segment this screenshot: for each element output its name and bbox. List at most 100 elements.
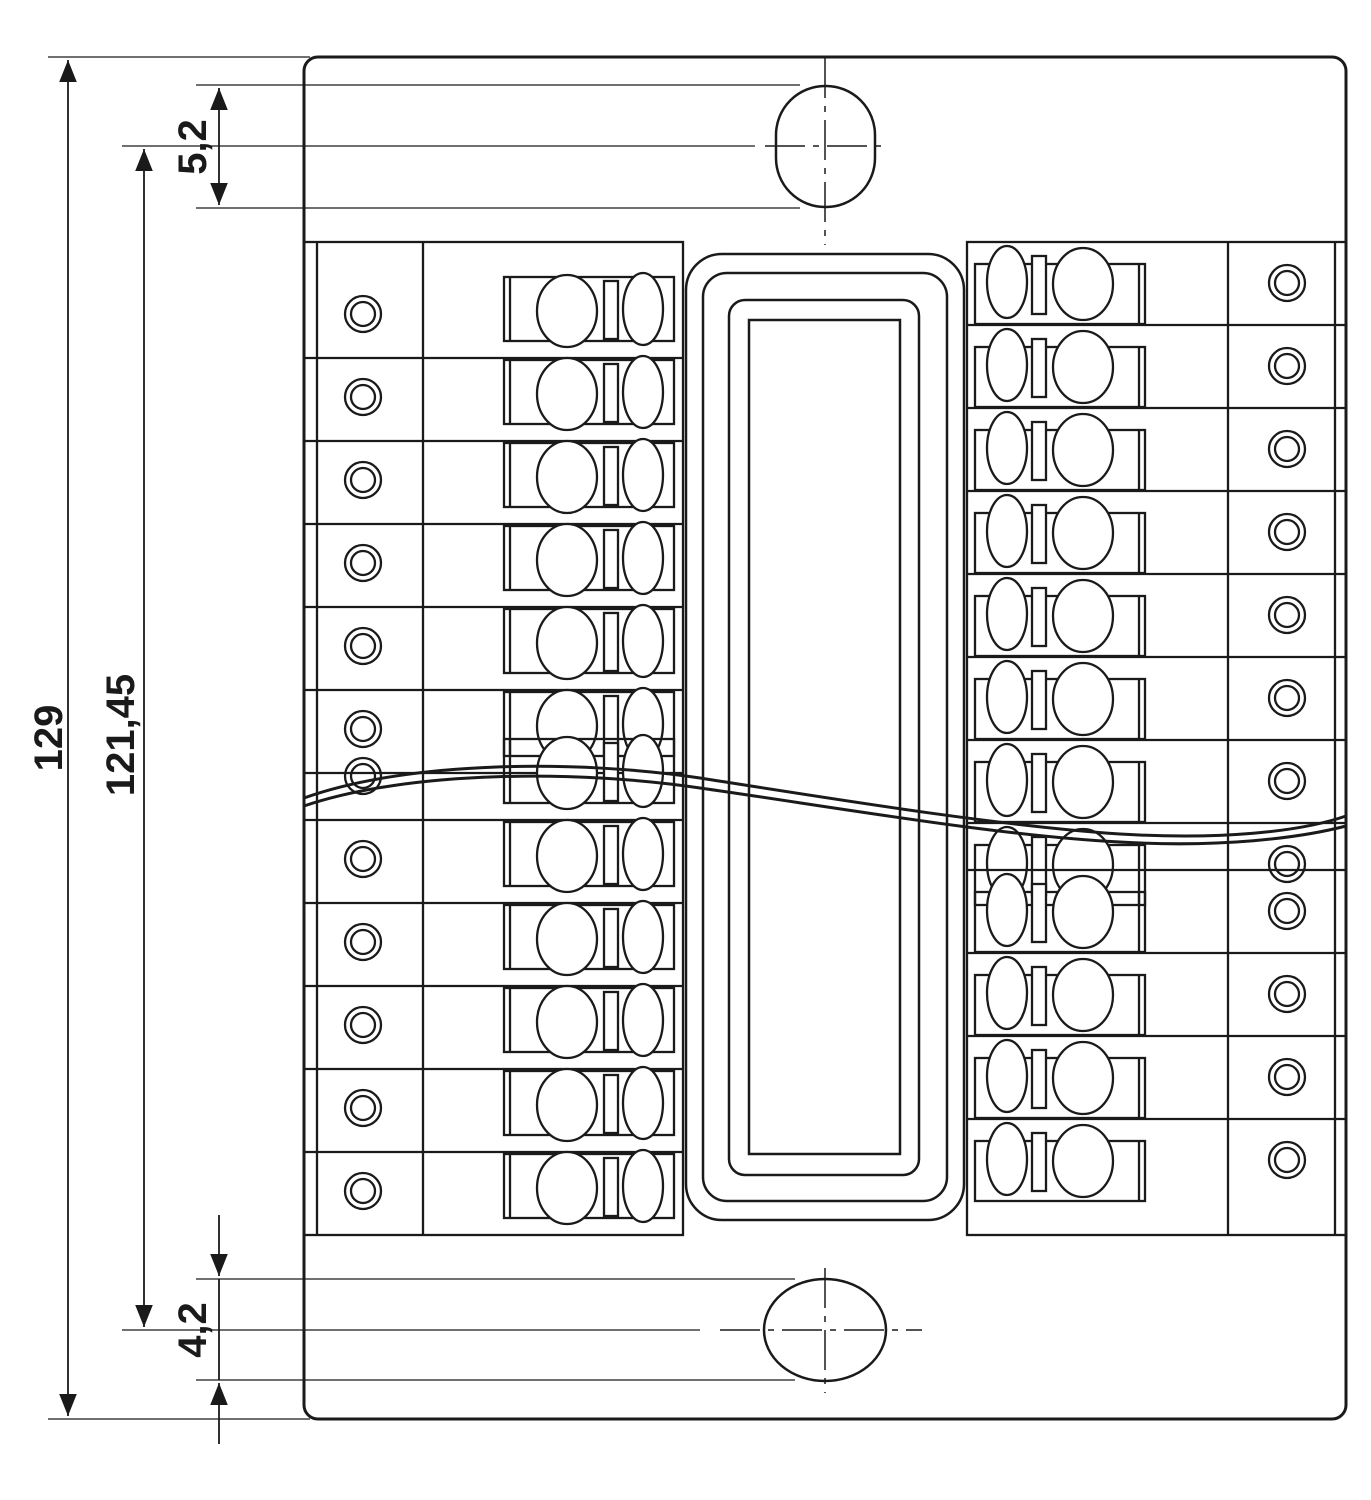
- release-pusher: [985, 742, 1029, 818]
- release-slot: [602, 611, 620, 673]
- screw-circle-outer: [1267, 974, 1307, 1014]
- release-slot: [1030, 882, 1048, 944]
- break-line: [303, 764, 1347, 846]
- screw-circle-inner: [349, 762, 377, 790]
- release-slot: [602, 1073, 620, 1135]
- release-slot: [602, 741, 620, 803]
- conductor-entry: [535, 735, 599, 811]
- left-terminal-row: [304, 982, 683, 1060]
- release-pusher: [985, 576, 1029, 652]
- dimension-lines: [59, 60, 228, 1444]
- release-slot: [602, 279, 620, 341]
- screw-circle-inner: [1273, 980, 1301, 1008]
- conductor-entry: [535, 818, 599, 894]
- spring-clamp: [502, 358, 676, 426]
- release-slot: [602, 445, 620, 507]
- right-terminal-column: [965, 240, 1348, 1237]
- conductor-entry: [535, 1067, 599, 1143]
- left-terminal-row: [304, 1148, 683, 1226]
- right-terminal-row: [967, 868, 1346, 954]
- mounting-holes: [762, 84, 888, 1383]
- release-pusher: [985, 1038, 1029, 1114]
- left-terminal-row: [304, 603, 683, 681]
- screw-circle-outer: [1267, 1140, 1307, 1180]
- right-terminal-row: [973, 244, 1307, 326]
- screw-circle-inner: [349, 549, 377, 577]
- release-pusher: [985, 872, 1029, 948]
- screw-circle-inner: [1273, 1146, 1301, 1174]
- screw-circle-outer: [343, 460, 383, 500]
- release-slot: [602, 824, 620, 886]
- spring-clamp: [502, 820, 676, 888]
- conductor-entry: [1051, 957, 1115, 1033]
- screw-circle-inner: [349, 632, 377, 660]
- release-pusher: [985, 955, 1029, 1031]
- release-pusher: [621, 982, 665, 1058]
- screw-circle-outer: [1267, 263, 1307, 303]
- conductor-entry: [1051, 661, 1115, 737]
- release-slot: [1030, 752, 1048, 814]
- spring-clamp: [502, 903, 676, 971]
- screw-circle-outer: [1267, 595, 1307, 635]
- spring-clamp: [502, 1152, 676, 1220]
- conductor-entry: [1051, 874, 1115, 950]
- release-slot: [1030, 254, 1048, 316]
- screw-circle-inner: [349, 928, 377, 956]
- screw-circle-inner: [349, 383, 377, 411]
- release-slot: [1030, 420, 1048, 482]
- release-slot: [1030, 669, 1048, 731]
- release-slot: [602, 907, 620, 969]
- screw-circle-outer: [343, 709, 383, 749]
- screw-circle-outer: [343, 1171, 383, 1211]
- overall-height-label: 129: [27, 705, 71, 772]
- screw-circle-outer: [1267, 891, 1307, 931]
- release-pusher: [621, 354, 665, 430]
- right-column-frame: [965, 240, 1348, 1237]
- bottom-hole-diameter-label: 4,2: [171, 1302, 215, 1358]
- conductor-entry: [535, 439, 599, 515]
- screw-circle-outer: [343, 294, 383, 334]
- conductor-entry: [1051, 495, 1115, 571]
- left-terminal-row: [304, 899, 683, 977]
- screw-circle-inner: [1273, 767, 1301, 795]
- housing-outline: [302, 55, 1348, 1421]
- right-terminal-row: [967, 323, 1346, 409]
- screw-circle-outer: [343, 756, 383, 796]
- left-terminal-column: [302, 240, 685, 1237]
- left-terminal-row: [304, 437, 683, 515]
- screw-circle-inner: [349, 845, 377, 873]
- release-pusher: [621, 437, 665, 513]
- conductor-entry: [535, 605, 599, 681]
- center-lines: [720, 58, 922, 1393]
- spring-clamp: [502, 275, 676, 343]
- right-terminal-row: [967, 738, 1346, 824]
- screw-circle-outer: [1267, 761, 1307, 801]
- release-pusher: [985, 1121, 1029, 1197]
- hole-distance-label: 121,45: [99, 674, 143, 796]
- screw-circle-inner: [1273, 518, 1301, 546]
- screw-circle-inner: [349, 715, 377, 743]
- right-terminal-row: [967, 572, 1346, 658]
- screw-circle-inner: [1273, 850, 1301, 878]
- conductor-entry: [1051, 578, 1115, 654]
- screw-circle-outer: [343, 626, 383, 666]
- conductor-entry: [535, 984, 599, 1060]
- release-pusher: [621, 603, 665, 679]
- left-terminal-row: [304, 354, 683, 432]
- release-slot: [1030, 965, 1048, 1027]
- conductor-entry: [1051, 246, 1115, 322]
- screw-circle-outer: [343, 377, 383, 417]
- conductor-entry: [535, 522, 599, 598]
- screw-circle-inner: [1273, 684, 1301, 712]
- release-slot: [1030, 1131, 1048, 1193]
- conductor-entry: [1051, 412, 1115, 488]
- screw-circle-inner: [1273, 269, 1301, 297]
- spring-clamp: [502, 986, 676, 1054]
- release-slot: [602, 990, 620, 1052]
- right-terminal-row: [967, 489, 1346, 575]
- screw-circle-outer: [343, 1088, 383, 1128]
- release-pusher: [985, 244, 1029, 320]
- screw-circle-outer: [343, 1005, 383, 1045]
- left-terminal-row: [304, 816, 683, 894]
